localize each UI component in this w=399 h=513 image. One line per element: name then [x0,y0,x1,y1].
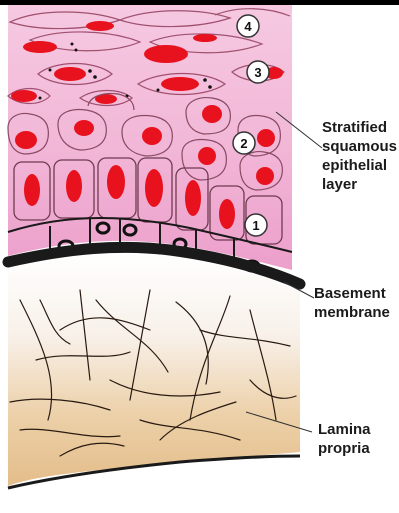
svg-text:4: 4 [244,19,252,34]
marker-1: 1 [245,214,267,236]
label-basement-membrane: Basement membrane [314,284,390,322]
label-lamina-propria: Lamina propria [318,420,371,458]
svg-text:3: 3 [254,65,261,80]
top-border [0,0,399,5]
marker-4: 4 [237,15,259,37]
marker-3: 3 [247,61,269,83]
label-stratified-squamous-epithelial-layer: Stratified squamous epithelial layer [322,118,397,194]
svg-text:2: 2 [240,136,247,151]
lamina-propria-region [8,253,300,486]
marker-2: 2 [233,132,255,154]
svg-text:1: 1 [252,218,259,233]
